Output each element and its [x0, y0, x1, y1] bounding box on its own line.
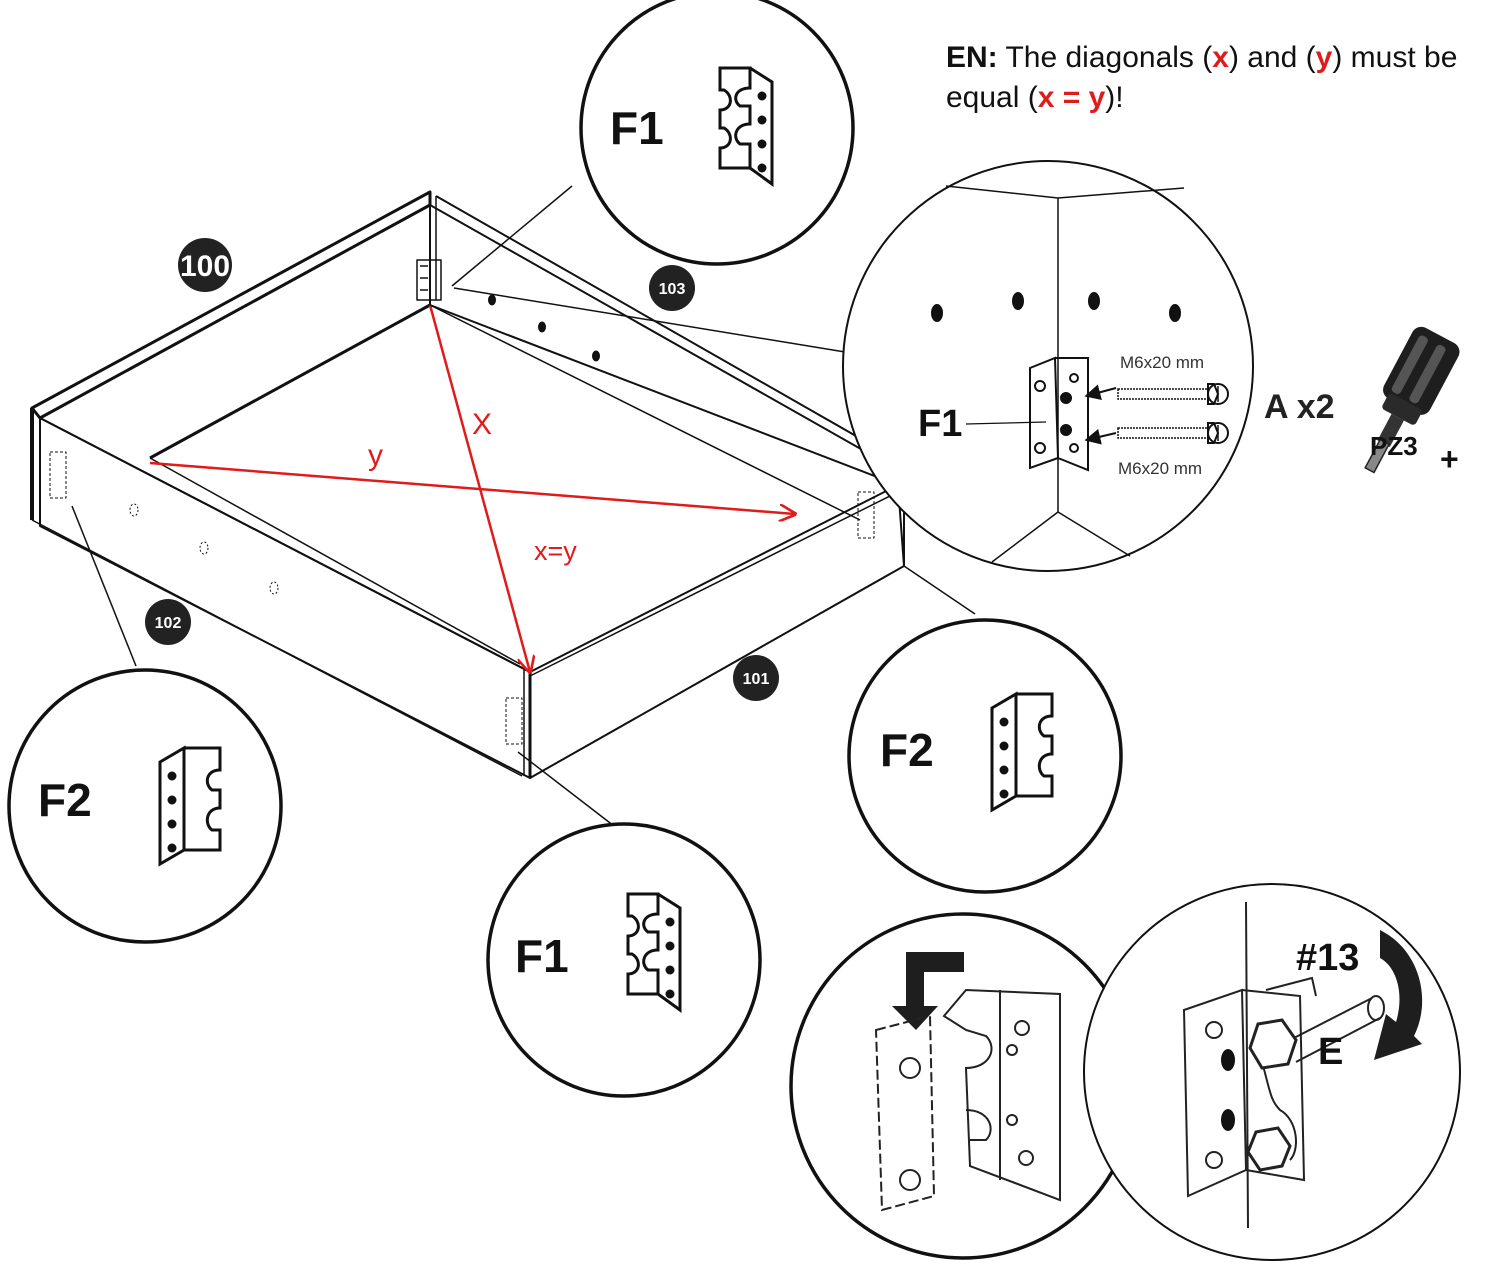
tool-sign: + [1440, 441, 1459, 477]
note-text-1: The diagonals ( [997, 41, 1213, 74]
part-101-label: 101 [743, 671, 770, 688]
part-badge-100: 100 [178, 238, 232, 292]
instruction-note: EN: The diagonals (x) and (y) must be eq… [946, 38, 1486, 118]
part-103-label: 103 [659, 281, 686, 298]
note-language: EN: [946, 41, 998, 74]
part-badge-102: 102 [145, 599, 191, 645]
screw-quantity: A x2 [1264, 388, 1335, 426]
screw-icon [1117, 383, 1229, 405]
detail-zoom: F1 M6x20 mm M6x20 mm [842, 160, 1254, 572]
tool-label: PZ3 [1370, 431, 1418, 461]
note-text-3: ) must be equal ( [946, 41, 1458, 114]
callout-f1-bottom-label: F1 [515, 930, 569, 982]
drawer-frame [30, 190, 905, 779]
panel-101 [529, 484, 905, 779]
hook-engage-detail [789, 912, 1137, 1260]
screw-size-top: M6x20 mm [1120, 353, 1204, 372]
diagonal-y-label: y [368, 439, 383, 472]
screw-icon [1117, 422, 1229, 444]
callout-f1-bottom: F1 [486, 822, 762, 1098]
detail-f1-label: F1 [918, 403, 962, 445]
diagonal-equation-label: x=y [534, 536, 577, 566]
screw-size-bottom: M6x20 mm [1118, 459, 1202, 478]
detail-bracket-icon [1029, 356, 1089, 472]
callout-f1-top-label: F1 [610, 102, 664, 154]
part-badge-101: 101 [733, 655, 779, 701]
panel-100 [30, 190, 432, 420]
hex-nut-icon [1248, 1018, 1298, 1070]
note-x: x [1212, 41, 1229, 74]
note-text-4: )! [1105, 81, 1124, 114]
part-badge-103: 103 [649, 265, 695, 311]
diagonal-y [149, 461, 795, 514]
part-e-label: E [1318, 1031, 1343, 1073]
callout-f2-right-label: F2 [880, 724, 934, 776]
note-equation: x = y [1037, 81, 1106, 114]
callout-f1-top: F1 [579, 0, 855, 266]
bolt-tighten-detail: #13 E [1083, 883, 1461, 1261]
note-text-2: ) and ( [1228, 41, 1316, 74]
screwdriver-icon [1364, 326, 1460, 474]
callout-f2-left-label: F2 [38, 774, 92, 826]
diagonals [149, 304, 795, 672]
rotate-arrow-icon [1374, 930, 1423, 1060]
leader-lines [71, 185, 976, 827]
note-y: y [1315, 41, 1333, 74]
part-100-label: 100 [180, 250, 230, 283]
insert-arrow-icon [892, 952, 964, 1030]
part-102-label: 102 [155, 615, 182, 632]
callout-f2-left: F2 [7, 668, 283, 944]
diagonal-x-label: X [472, 408, 492, 441]
callout-f2-right: F2 [847, 618, 1123, 894]
wrench-size-label: #13 [1296, 937, 1359, 979]
